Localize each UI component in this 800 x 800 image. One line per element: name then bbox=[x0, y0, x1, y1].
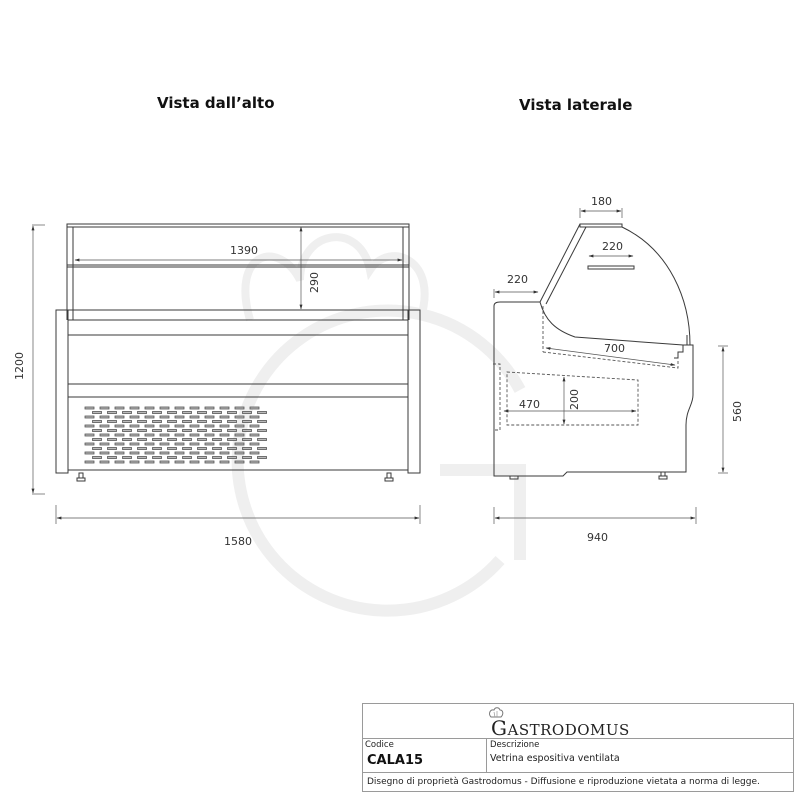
description-cell: Descrizione Vetrina espositiva ventilata bbox=[487, 739, 793, 772]
top-view-title: Vista dall’alto bbox=[157, 94, 275, 112]
dim-top-shelf: 180 bbox=[591, 195, 612, 208]
side-view-drawing bbox=[493, 223, 694, 480]
side-view-title: Vista laterale bbox=[519, 96, 633, 114]
dim-display-depth: 700 bbox=[604, 342, 625, 355]
watermark-logo bbox=[231, 233, 526, 617]
vent-grille bbox=[84, 406, 267, 464]
dim-storage-depth: 470 bbox=[519, 398, 540, 411]
dim-overall-height: 1200 bbox=[13, 352, 26, 380]
description-value: Vetrina espositiva ventilata bbox=[490, 753, 620, 764]
dim-upper-depth: 290 bbox=[308, 272, 321, 293]
dim-glass-shelf: 220 bbox=[602, 240, 623, 253]
chef-hat-icon bbox=[489, 707, 504, 718]
dim-overall-depth: 940 bbox=[587, 531, 608, 544]
code-cell: Codice CALA15 bbox=[363, 739, 487, 772]
top-view-drawing bbox=[55, 223, 421, 482]
dim-inner-width: 1390 bbox=[230, 244, 258, 257]
side-view-dimensions bbox=[493, 208, 728, 524]
title-block-info-row: Codice CALA15 Descrizione Vetrina esposi… bbox=[363, 739, 793, 773]
brand-logo-area: GASTRODOMUS bbox=[363, 704, 793, 740]
dim-rear-top: 220 bbox=[507, 273, 528, 286]
code-label: Codice bbox=[365, 740, 394, 750]
description-label: Descrizione bbox=[490, 740, 540, 750]
title-block: GASTRODOMUS Codice CALA15 Descrizione Ve… bbox=[362, 703, 794, 792]
copyright-notice: Disegno di proprietà Gastrodomus - Diffu… bbox=[367, 777, 760, 787]
top-view-dimensions bbox=[31, 224, 421, 524]
dim-body-height: 560 bbox=[731, 401, 744, 422]
dim-overall-width: 1580 bbox=[224, 535, 252, 548]
side-view-hidden-lines bbox=[493, 306, 679, 431]
dim-storage-height: 200 bbox=[568, 389, 581, 410]
code-value: CALA15 bbox=[367, 753, 424, 768]
brand-name: GASTRODOMUS bbox=[491, 716, 630, 740]
